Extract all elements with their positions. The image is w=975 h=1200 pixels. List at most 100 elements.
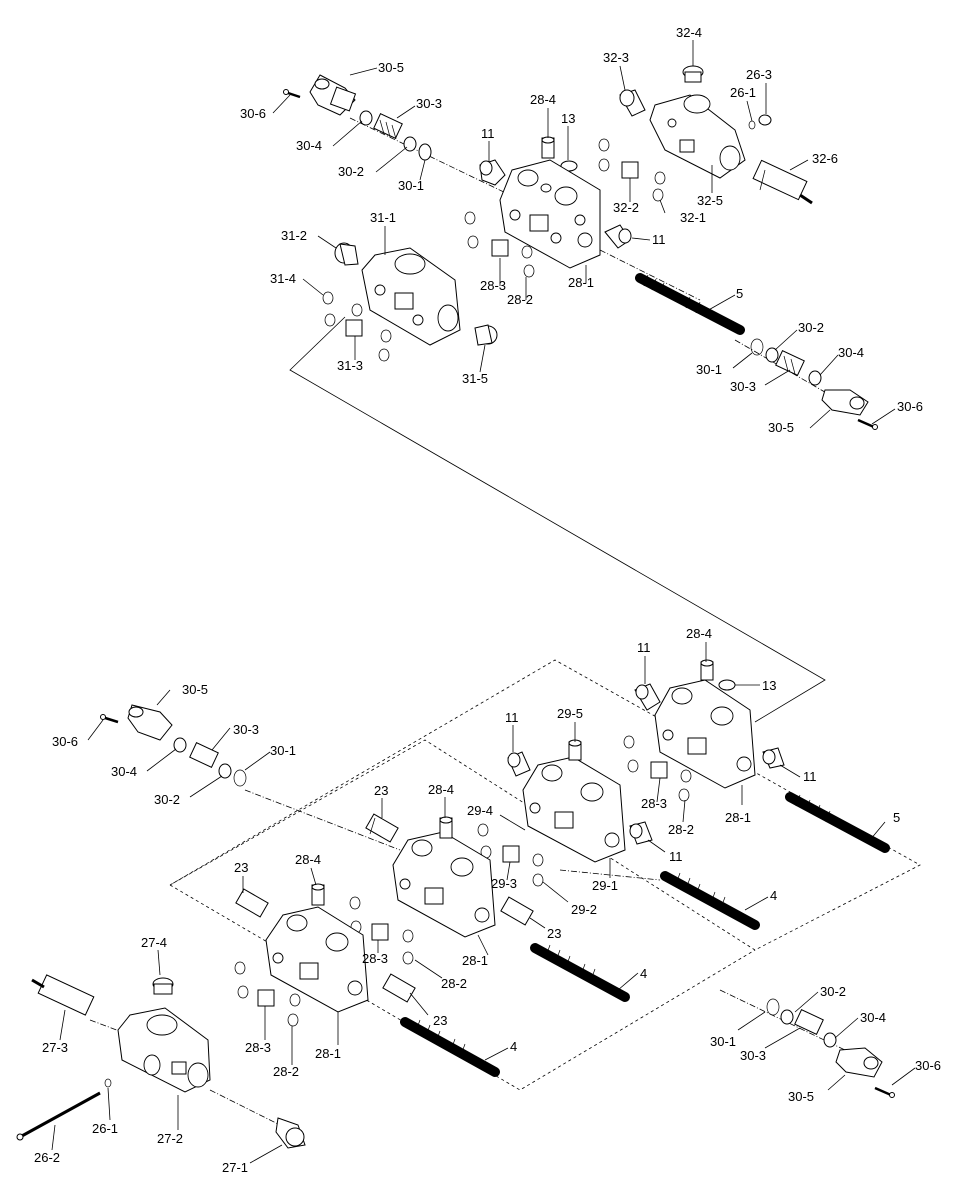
oring-31-4-icon [322, 291, 334, 305]
label-5: 5 [736, 286, 743, 301]
section-27-2-icon [117, 1007, 211, 1093]
pin-30-6b-icon [857, 418, 878, 430]
plug-11-lower-d-icon [629, 821, 653, 845]
spring-30-3b-icon [775, 350, 805, 376]
label-27-3: 27-3 [42, 1040, 68, 1055]
callout-labels: 30-5 30-6 30-3 30-4 30-2 30-1 28-4 11 13… [34, 25, 941, 1175]
label-30-4c: 30-4 [111, 764, 137, 779]
label-28-3e: 28-3 [362, 951, 388, 966]
label-28-1: 28-1 [568, 275, 594, 290]
label-30-5c: 30-5 [182, 682, 208, 697]
center-lines [89, 117, 921, 1126]
spool-4-c-icon [400, 1017, 500, 1077]
label-27-4: 27-4 [141, 935, 167, 950]
label-32-4: 32-4 [676, 25, 702, 40]
label-28-1d: 28-1 [725, 810, 751, 825]
oring-30-1-left-icon [233, 769, 247, 787]
plug-11-lower-a-icon [634, 683, 661, 711]
section-28-1-low-icon [265, 906, 369, 1013]
label-31-2: 31-2 [281, 228, 307, 243]
label-31-5: 31-5 [462, 371, 488, 386]
label-26-1c: 26-1 [92, 1121, 118, 1136]
plug-31-5-icon [474, 324, 498, 346]
label-31-4: 31-4 [270, 271, 296, 286]
rod-26-2-icon [16, 1091, 101, 1141]
label-30-4d: 30-4 [860, 1010, 886, 1025]
plug-28-4-icon [541, 136, 555, 159]
oring-26-1-icon [748, 120, 756, 130]
label-23b: 23 [234, 860, 248, 875]
plug-11-lower-b-icon [762, 747, 785, 769]
oring-30-1-lower-icon [766, 998, 780, 1016]
label-31-1: 31-1 [370, 210, 396, 225]
label-30-3: 30-3 [416, 96, 442, 111]
label-29-2: 29-2 [571, 902, 597, 917]
spring-30-3-icon [373, 113, 403, 140]
spool-5-top-icon [635, 273, 745, 335]
upper-assembly [283, 65, 878, 430]
relief-valve-27-3-icon [31, 974, 95, 1016]
lower-assembly [16, 659, 895, 1149]
gasket-31-3-icon [345, 319, 363, 337]
gasket-28-3-lower-a-icon [650, 761, 668, 779]
plug-11-lower-c-icon [507, 751, 531, 777]
orings-low-icon [234, 961, 301, 1027]
plug-27-1-icon [275, 1117, 306, 1149]
label-13c: 13 [762, 678, 776, 693]
seat-30-2b-icon [765, 347, 779, 363]
seat-30-2-left-icon [218, 763, 232, 779]
label-23a: 23 [374, 783, 388, 798]
label-4a: 4 [770, 888, 777, 903]
orings-lower-a-icon [623, 735, 692, 802]
label-30-6c: 30-6 [52, 734, 78, 749]
label-30-2d: 30-2 [820, 984, 846, 999]
label-30-3d: 30-3 [740, 1048, 766, 1063]
plug-13-lower-icon [718, 679, 736, 691]
label-29-1: 29-1 [592, 878, 618, 893]
spring-30-3-left-icon [189, 742, 219, 768]
label-28-4c: 28-4 [686, 626, 712, 641]
nut-26-3-icon [758, 114, 772, 126]
label-4b: 4 [640, 966, 647, 981]
spool-4-a-icon [660, 871, 760, 930]
plug-27-4-icon [152, 977, 174, 995]
label-26-2: 26-2 [34, 1150, 60, 1165]
label-27-2: 27-2 [157, 1131, 183, 1146]
pin-30-6-icon [283, 89, 301, 99]
label-30-1b: 30-1 [696, 362, 722, 377]
orings-mid-icon [349, 896, 414, 965]
label-11: 11 [481, 126, 495, 141]
label-28-2d: 28-2 [668, 822, 694, 837]
label-28-4d: 28-4 [428, 782, 454, 797]
retainer-30-4-icon [359, 110, 373, 126]
cap-30-5-lower-icon [835, 1047, 883, 1078]
orings-top-icon [464, 138, 666, 278]
pin-30-6-lower-icon [874, 1086, 895, 1098]
section-31-1-icon [361, 247, 461, 346]
spool-4-b-icon [530, 943, 630, 1002]
label-13: 13 [561, 111, 575, 126]
label-28-2: 28-2 [507, 292, 533, 307]
plug-11-icon [479, 159, 506, 186]
plug-32-4-icon [682, 65, 704, 83]
cap-30-5b-icon [821, 389, 869, 416]
label-28-1f: 28-1 [315, 1046, 341, 1061]
label-11d: 11 [505, 710, 519, 725]
label-30-3b: 30-3 [730, 379, 756, 394]
oring-30-1-icon [418, 143, 432, 161]
spring-30-3-lower-icon [794, 1009, 824, 1035]
plug-11-right-icon [604, 224, 632, 249]
seat-30-2-lower-icon [780, 1009, 794, 1025]
label-32-2: 32-2 [613, 200, 639, 215]
gasket-28-3-top-icon [491, 239, 509, 257]
label-28-4: 28-4 [530, 92, 556, 107]
oring-26-1-lower-icon [104, 1078, 112, 1088]
oring-31b-icon [351, 303, 363, 317]
label-30-2c: 30-2 [154, 792, 180, 807]
label-30-5: 30-5 [378, 60, 404, 75]
label-30-1c: 30-1 [270, 743, 296, 758]
oring-31d-icon [378, 348, 390, 362]
section-28-1-right-icon [654, 679, 756, 789]
label-23d: 23 [433, 1013, 447, 1028]
